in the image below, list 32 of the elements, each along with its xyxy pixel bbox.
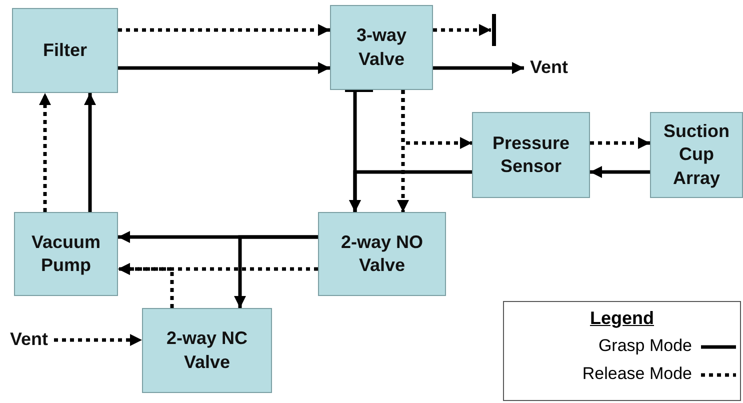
component-label: 2-way NC Valve	[165, 327, 249, 374]
component-box	[318, 212, 446, 296]
component-label: Filter	[42, 38, 87, 62]
arrow	[54, 334, 142, 346]
component-box	[12, 8, 118, 93]
node-label: Vent	[524, 56, 574, 80]
arrow	[349, 170, 472, 212]
arrow	[39, 93, 51, 212]
legend-title: Legend	[588, 308, 655, 329]
component-box	[142, 308, 272, 393]
arrow	[118, 24, 330, 36]
component-label: Suction Cup Array	[662, 120, 730, 190]
arrow	[433, 24, 491, 36]
arrow	[590, 137, 650, 149]
component-label: Vacuum Pump	[30, 230, 102, 277]
component-label: 2-way NO Valve	[340, 230, 424, 277]
arrow	[590, 166, 650, 178]
component-box	[14, 212, 118, 296]
arrow	[433, 62, 524, 74]
arrow	[234, 235, 318, 308]
arrow	[401, 90, 472, 149]
legend-entry: Grasp Mode	[598, 336, 692, 356]
arrow	[118, 263, 174, 308]
legend-entry: Release Mode	[582, 364, 692, 384]
arrow	[118, 62, 330, 74]
component-box	[650, 112, 743, 198]
component-box	[330, 5, 433, 90]
component-label: Pressure Sensor	[491, 132, 571, 178]
arrow	[84, 93, 96, 212]
component-label: 3-way Valve	[355, 24, 408, 70]
component-box	[472, 112, 590, 198]
node-label: Vent	[4, 328, 54, 352]
